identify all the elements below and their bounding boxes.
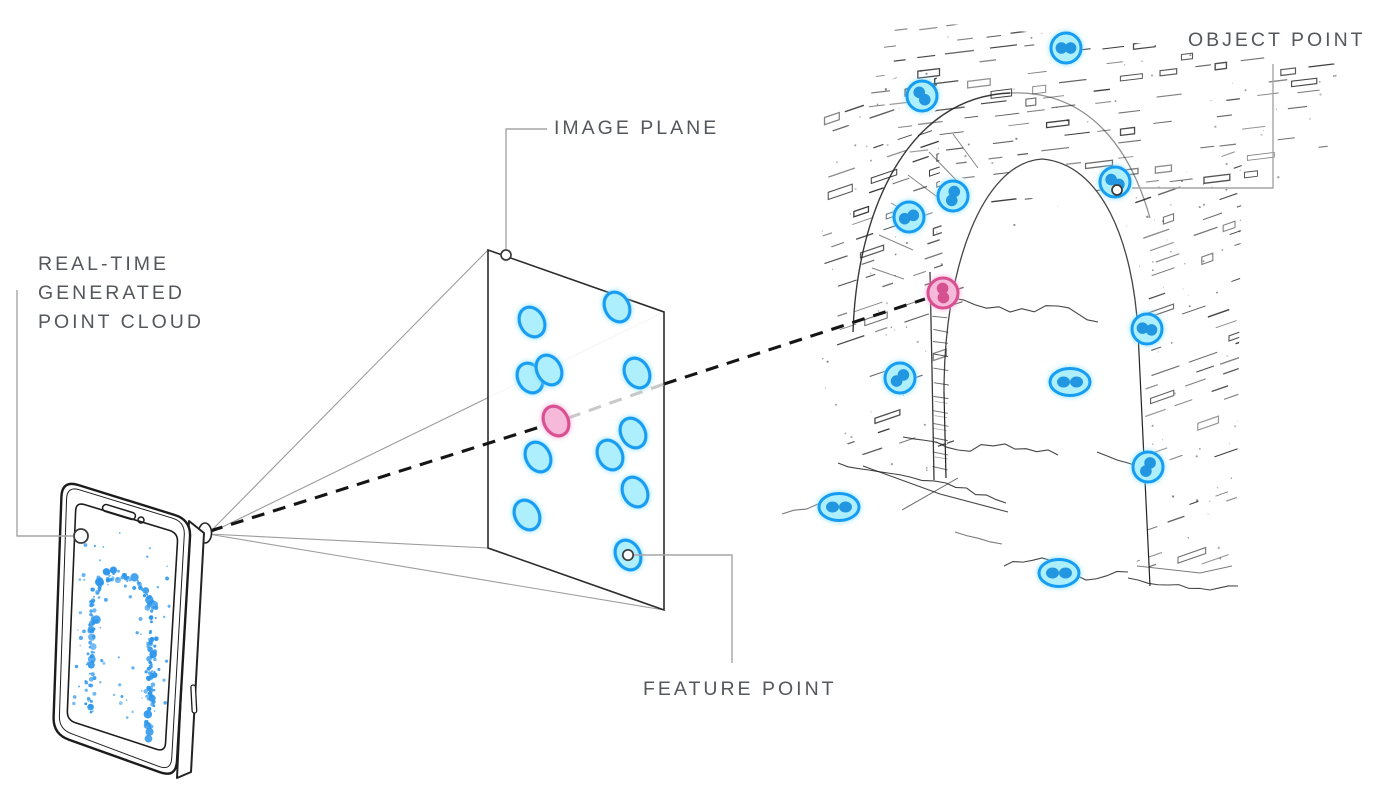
label-point-cloud: REAL-TIME GENERATED POINT CLOUD <box>38 250 204 337</box>
leader-feature_point <box>634 554 733 663</box>
label-object-point: OBJECT POINT <box>1188 29 1366 51</box>
object-point-dot <box>817 492 861 522</box>
image-plane-marker <box>500 249 512 261</box>
feature-point-dot <box>602 290 632 324</box>
feature-point-dot <box>523 440 553 474</box>
object-point-dot <box>1048 367 1092 397</box>
point-cloud-marker <box>73 528 89 544</box>
phone-point-cloud <box>72 532 171 743</box>
leader-object_point <box>1132 64 1274 189</box>
feature-point-dot <box>512 498 542 532</box>
object-point-dot <box>905 79 939 113</box>
feature-point-dot <box>622 356 652 390</box>
phone <box>52 482 213 779</box>
feature-point-dot-pink <box>541 404 571 438</box>
object-point-dot <box>892 200 926 234</box>
label-point-cloud-line2: GENERATED <box>38 282 185 304</box>
feature-point-dot <box>620 475 650 509</box>
leader-image_plane <box>505 128 547 249</box>
object-point-dot <box>1037 558 1081 588</box>
object-point-dot-pink <box>926 276 960 310</box>
object-point-dot <box>1049 31 1083 65</box>
feature-point-dot <box>534 353 564 387</box>
object-point-dot <box>1130 312 1164 346</box>
ray-object-segment <box>663 297 926 386</box>
plane-feature-dots <box>512 290 652 572</box>
phone-speaker <box>101 503 137 521</box>
arch-sketch <box>781 18 1338 591</box>
leader-point_cloud <box>16 290 73 537</box>
feature-point-dot <box>595 438 625 472</box>
feature-point-marker <box>621 548 635 562</box>
label-point-cloud-line1: REAL-TIME <box>38 253 170 275</box>
label-image-plane: IMAGE PLANE <box>554 117 720 139</box>
label-point-cloud-line3: POINT CLOUD <box>38 311 204 333</box>
arch-feature-dots <box>817 31 1165 588</box>
label-feature-point: FEATURE POINT <box>643 678 837 700</box>
phone-bezel <box>58 488 185 769</box>
phone-side-button <box>190 684 198 714</box>
object-point-marker <box>1111 184 1123 196</box>
object-point-dot <box>883 361 917 395</box>
ray-behind-plane-segment <box>567 382 665 420</box>
feature-point-dot <box>618 416 648 450</box>
object-point-dot <box>936 179 970 213</box>
ray-camera-segment <box>209 424 544 533</box>
phone-front-camera <box>137 516 145 524</box>
leader-lines <box>16 64 1274 663</box>
object-point-dot <box>1131 450 1165 484</box>
feature-point-dot <box>517 305 547 339</box>
